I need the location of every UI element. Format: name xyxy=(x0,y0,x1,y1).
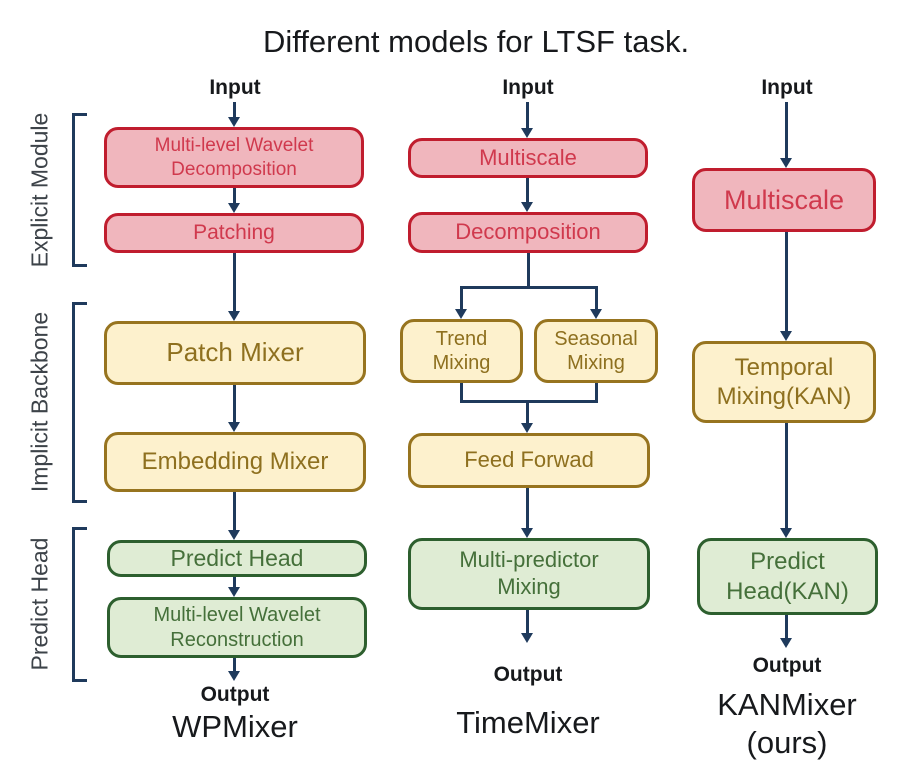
node-patching-label: Patching xyxy=(193,221,275,245)
model-name-wpmixer: WPMixer xyxy=(172,709,298,744)
arrow-temporal-mixing-to-predict-head xyxy=(780,423,793,538)
node-predict-head-kan: Predict Head(KAN) xyxy=(697,538,878,615)
output-label-kanmixer: Output xyxy=(752,654,822,677)
node-feed-forward: Feed Forwad xyxy=(408,433,650,488)
node-trend-mixing-label: Trend Mixing xyxy=(432,327,491,374)
connector-split-stem xyxy=(526,253,530,289)
node-temporal-mixing-label: Temporal Mixing(KAN) xyxy=(716,353,852,410)
connector-merge-right xyxy=(594,383,598,403)
arrow-split-to-seasonal-mixing xyxy=(589,286,603,319)
node-decomposition: Decomposition xyxy=(408,212,648,253)
node-embedding-mixer: Embedding Mixer xyxy=(104,432,366,492)
node-patch-mixer-label: Patch Mixer xyxy=(166,337,304,368)
node-wavelet-reconstruction-label: Multi-level Wavelet Reconstruction xyxy=(153,604,321,651)
node-seasonal-mixing-label: Seasonal Mixing xyxy=(554,327,638,374)
node-decomposition-label: Decomposition xyxy=(455,219,601,245)
diagram-title: Different models for LTSF task. xyxy=(262,24,690,59)
node-wavelet-decomposition-label: Multi-level Wavelet Decomposition xyxy=(154,135,314,180)
input-label-wpmixer: Input xyxy=(209,76,261,99)
arrow-predict-head-to-wavelet-reconstruction xyxy=(228,577,241,597)
node-multiscale-kanmixer: Multiscale xyxy=(692,168,876,232)
arrow-wavelet-reconstruction-to-output xyxy=(228,658,241,681)
node-temporal-mixing: Temporal Mixing(KAN) xyxy=(692,341,876,423)
arrow-wavelet-decomposition-to-patching xyxy=(228,188,241,213)
node-feed-forward-label: Feed Forwad xyxy=(464,447,594,473)
connector-merge-left xyxy=(459,383,463,403)
side-label-predict-head: Predict Head xyxy=(26,537,53,671)
arrow-predict-head-kan-to-output xyxy=(780,615,793,648)
arrow-input-to-multiscale-timemixer xyxy=(521,102,534,138)
node-patching: Patching xyxy=(104,213,364,253)
node-wavelet-reconstruction: Multi-level Wavelet Reconstruction xyxy=(107,597,367,658)
side-label-implicit-backbone: Implicit Backbone xyxy=(26,311,53,493)
node-multiscale-timemixer-label: Multiscale xyxy=(479,144,577,170)
arrow-merge-to-feed-forward xyxy=(521,400,534,433)
model-name-timemixer: TimeMixer xyxy=(456,705,600,740)
node-multiscale-kanmixer-label: Multiscale xyxy=(723,184,845,215)
node-seasonal-mixing: Seasonal Mixing xyxy=(534,319,658,383)
bracket-explicit-module xyxy=(72,113,87,267)
bracket-predict-head xyxy=(72,527,87,682)
output-label-wpmixer: Output xyxy=(200,683,270,706)
arrow-patching-to-patch-mixer xyxy=(228,253,241,321)
model-name-kanmixer: KANMixer xyxy=(717,687,857,722)
node-predict-head-kan-label: Predict Head(KAN) xyxy=(726,548,849,605)
arrow-embedding-mixer-to-predict-head xyxy=(228,492,241,540)
arrow-input-to-multiscale-kanmixer xyxy=(780,102,793,168)
arrow-multiscale-to-temporal-mixing xyxy=(780,232,793,341)
node-multi-predictor-mixing-label: Multi-predictor Mixing xyxy=(459,547,599,599)
input-label-kanmixer: Input xyxy=(761,76,813,99)
arrow-feed-forward-to-multi-predictor xyxy=(521,488,534,538)
node-trend-mixing: Trend Mixing xyxy=(400,319,523,383)
output-label-timemixer: Output xyxy=(493,663,563,686)
node-multiscale-timemixer: Multiscale xyxy=(408,138,648,178)
node-multi-predictor-mixing: Multi-predictor Mixing xyxy=(408,538,650,610)
node-predict-head-wpmixer-label: Predict Head xyxy=(170,545,304,572)
arrow-patch-mixer-to-embedding-mixer xyxy=(228,385,241,432)
node-predict-head-wpmixer: Predict Head xyxy=(107,540,367,577)
bracket-implicit-backbone xyxy=(72,302,87,503)
arrow-multiscale-to-decomposition xyxy=(521,178,534,212)
side-label-explicit-module: Explicit Module xyxy=(26,112,53,268)
model-name-kanmixer-suffix: (ours) xyxy=(746,725,828,760)
arrow-split-to-trend-mixing xyxy=(454,286,468,319)
connector-split-bar xyxy=(460,286,597,289)
arrow-multi-predictor-to-output xyxy=(521,610,534,643)
node-wavelet-decomposition: Multi-level Wavelet Decomposition xyxy=(104,127,364,188)
input-label-timemixer: Input xyxy=(502,76,554,99)
node-embedding-mixer-label: Embedding Mixer xyxy=(141,448,329,476)
node-patch-mixer: Patch Mixer xyxy=(104,321,366,385)
arrow-input-to-wavelet-decomposition xyxy=(228,102,241,127)
